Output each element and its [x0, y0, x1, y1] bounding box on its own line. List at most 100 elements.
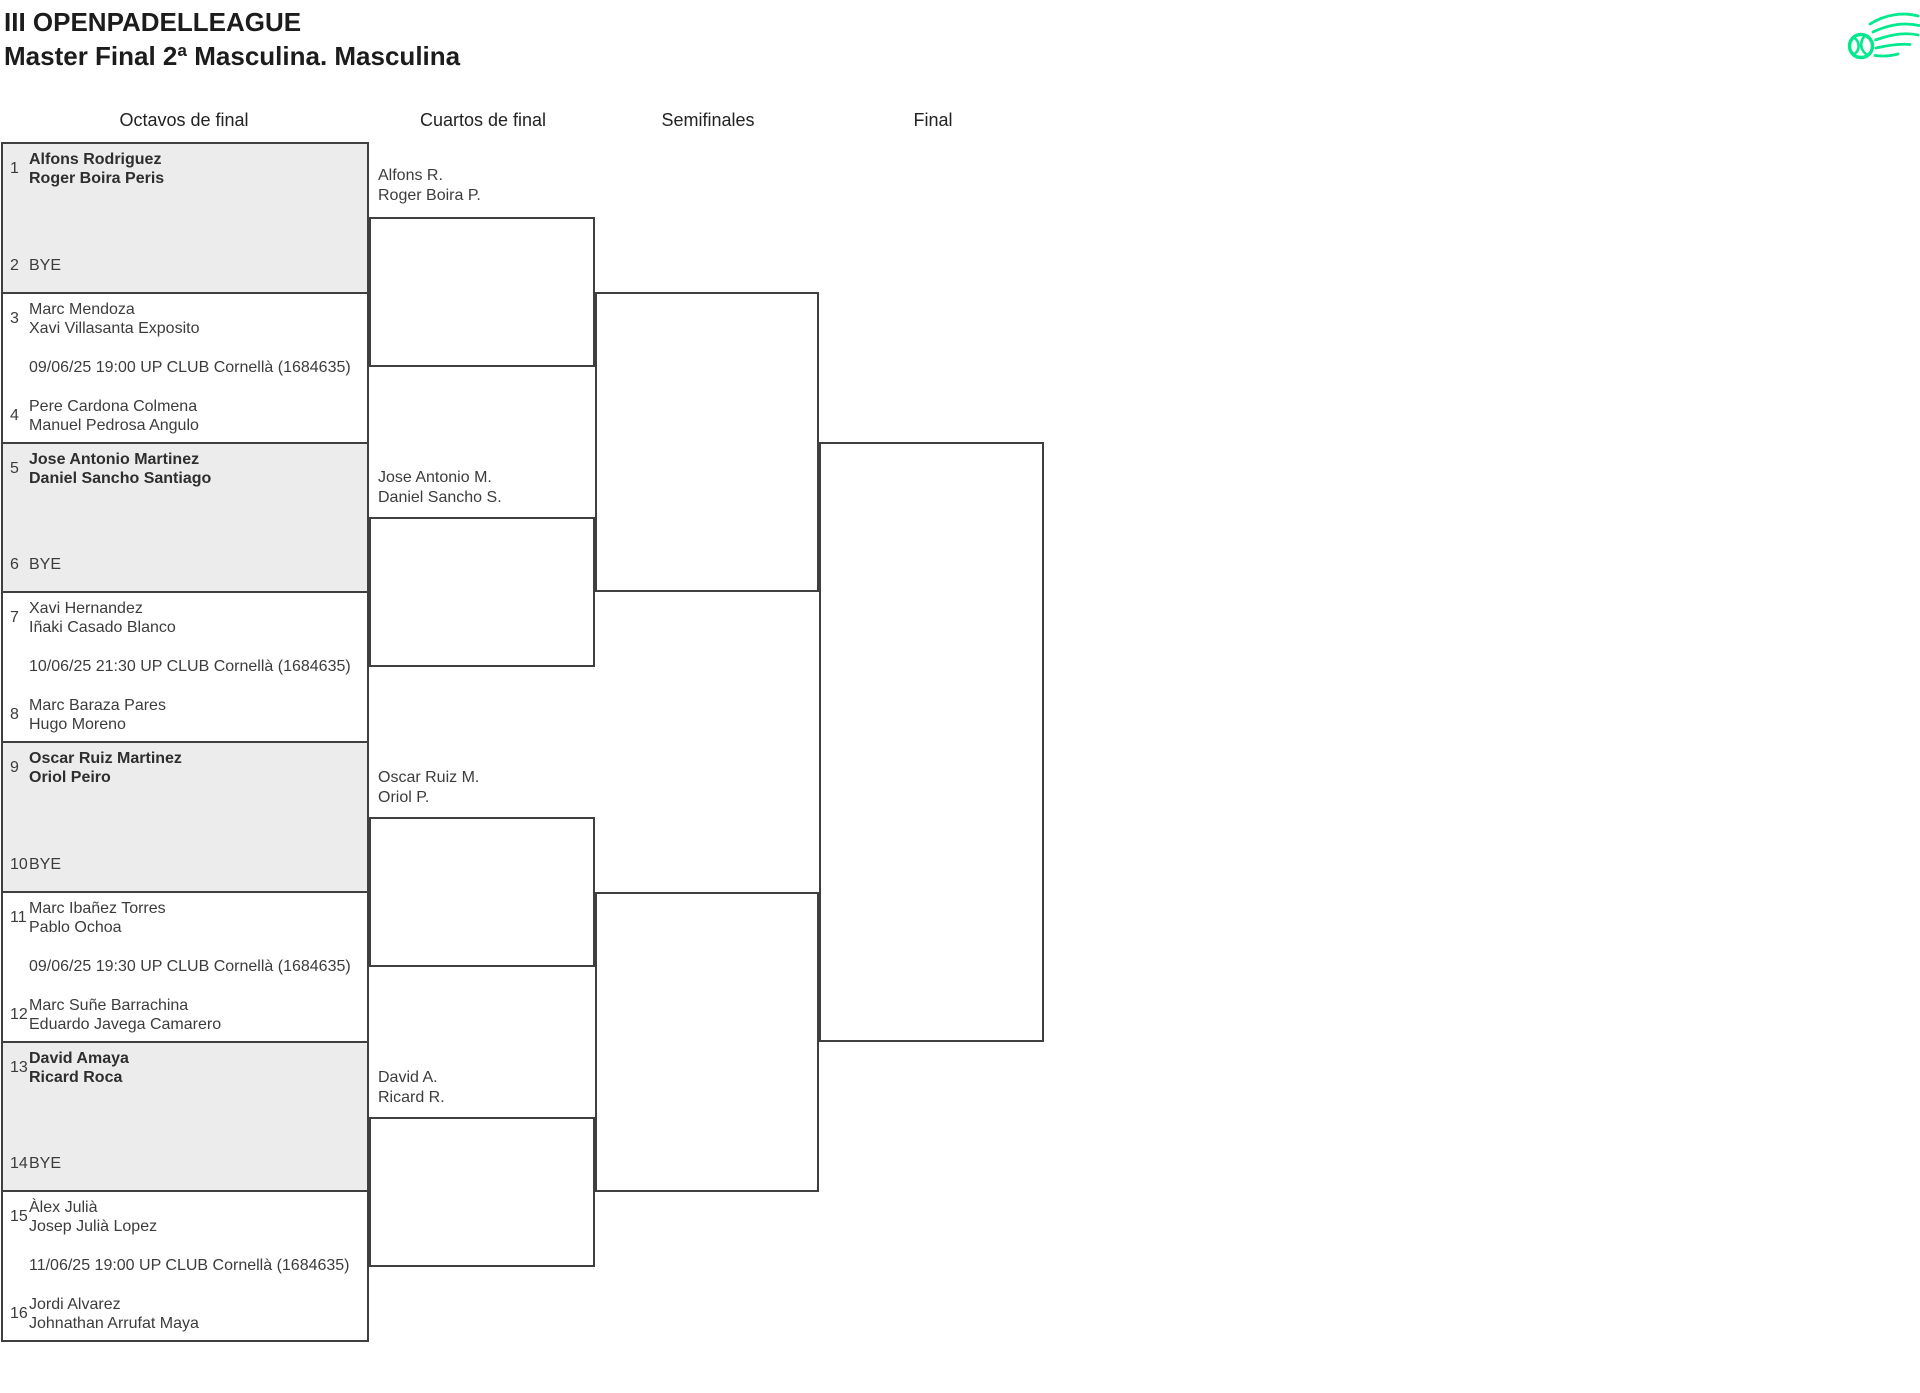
player-name: Xavi Villasanta Exposito — [29, 319, 200, 337]
cuartos-match-3-box — [369, 817, 595, 967]
cuartos-winner-3: Oscar Ruiz M. Oriol P. — [378, 768, 590, 808]
team-names: Alfons Rodriguez Roger Boira Peris — [29, 150, 164, 188]
player-name: Alfons R. — [378, 167, 443, 184]
octavos-match-5-box: 9 Oscar Ruiz Martinez Oriol Peiro 10 BYE — [3, 743, 367, 893]
match-schedule: 09/06/25 19:30 UP CLUB Cornellà (1684635… — [29, 957, 351, 975]
octavos-match-8-box: 15 Àlex Julià Josep Julià Lopez 11/06/25… — [3, 1192, 367, 1340]
player-name: David A. — [378, 1069, 438, 1086]
team-row: 15 Àlex Julià Josep Julià Lopez — [10, 1198, 363, 1236]
team-row: 16 Jordi Alvarez Johnathan Arrufat Maya — [10, 1295, 363, 1333]
octavos-column: 1 Alfons Rodriguez Roger Boira Peris 2 B… — [1, 142, 369, 1342]
seed-number: 13 — [10, 1058, 28, 1076]
seed-number: 11 — [10, 908, 27, 926]
match-schedule: 09/06/25 19:00 UP CLUB Cornellà (1684635… — [29, 358, 351, 376]
player-name: David Amaya — [29, 1049, 129, 1067]
player-name: Marc Mendoza — [29, 300, 135, 318]
team-names: Marc Suñe Barrachina Eduardo Javega Cama… — [29, 996, 221, 1034]
player-name: Jordi Alvarez — [29, 1296, 121, 1313]
team-names: Marc Ibañez Torres Pablo Ochoa — [29, 899, 166, 937]
seed-number: 9 — [10, 759, 19, 776]
player-name: Ricard Roca — [29, 1068, 123, 1086]
column-header-octavos: Octavos de final — [119, 110, 249, 130]
bye-row: 14 BYE — [10, 1155, 61, 1173]
team-names: Marc Mendoza Xavi Villasanta Exposito — [29, 300, 199, 338]
seed-number: 3 — [10, 309, 19, 327]
padel-swoosh-logo-icon — [1847, 12, 1920, 60]
column-header-cuartos: Cuartos de final — [419, 110, 547, 130]
cuartos-match-1-box — [369, 217, 595, 367]
seed-number: 12 — [10, 1005, 28, 1023]
cuartos-winner-4: David A. Ricard R. — [378, 1068, 590, 1108]
cuartos-winner-2: Jose Antonio M. Daniel Sancho S. — [378, 468, 590, 508]
seed-number: 1 — [10, 160, 19, 177]
octavos-match-2-box: 3 Marc Mendoza Xavi Villasanta Exposito … — [3, 293, 367, 444]
team-names: Xavi Hernandez Iñaki Casado Blanco — [29, 599, 176, 637]
octavos-match-4-box: 7 Xavi Hernandez Iñaki Casado Blanco 10/… — [3, 593, 367, 743]
team-row: 3 Marc Mendoza Xavi Villasanta Exposito — [10, 300, 363, 338]
octavos-match-1-box: 1 Alfons Rodriguez Roger Boira Peris 2 B… — [3, 144, 367, 294]
seed-number: 14 — [10, 1155, 28, 1173]
seed-number: 15 — [10, 1208, 28, 1226]
octavos-match-3-box: 5 Jose Antonio Martinez Daniel Sancho Sa… — [3, 443, 367, 594]
seed-number: 7 — [10, 609, 19, 627]
player-name: Xavi Hernandez — [29, 600, 143, 618]
cuartos-winner-1: Alfons R. Roger Boira P. — [378, 166, 590, 206]
team-row: 1 Alfons Rodriguez Roger Boira Peris — [10, 150, 363, 188]
player-name: Jose Antonio M. — [378, 469, 492, 486]
player-name: Roger Boira Peris — [29, 170, 165, 187]
seed-number: 4 — [10, 406, 19, 424]
seed-number: 16 — [10, 1305, 28, 1322]
player-name: Eduardo Javega Camarero — [29, 1015, 222, 1033]
semifinal-match-2-box — [595, 892, 819, 1192]
team-names: David Amaya Ricard Roca — [29, 1049, 129, 1087]
seed-number: 8 — [10, 706, 19, 723]
player-name: Ricard R. — [378, 1089, 445, 1106]
column-header-final: Final — [913, 110, 953, 130]
player-name: Josep Julià Lopez — [29, 1218, 158, 1236]
player-name: Oscar Ruiz Martinez — [29, 750, 182, 767]
player-name: Marc Suñe Barrachina — [29, 996, 189, 1014]
team-row: 13 David Amaya Ricard Roca — [10, 1049, 363, 1087]
seed-number: 6 — [10, 556, 19, 574]
player-name: Iñaki Casado Blanco — [29, 619, 176, 637]
team-names: Àlex Julià Josep Julià Lopez — [29, 1198, 157, 1236]
cuartos-match-4-box — [369, 1117, 595, 1267]
seed-number: 2 — [10, 256, 19, 274]
seed-number: 5 — [10, 459, 19, 477]
team-names: Oscar Ruiz Martinez Oriol Peiro — [29, 749, 182, 787]
player-name: Daniel Sancho S. — [378, 489, 502, 506]
team-row: 9 Oscar Ruiz Martinez Oriol Peiro — [10, 749, 363, 787]
bye-label: BYE — [29, 256, 62, 274]
player-name: Oriol P. — [378, 789, 430, 806]
player-name: Marc Baraza Pares — [29, 697, 166, 714]
team-names: Pere Cardona Colmena Manuel Pedrosa Angu… — [29, 397, 199, 435]
player-name: Jose Antonio Martinez — [29, 450, 200, 468]
team-names: Jose Antonio Martinez Daniel Sancho Sant… — [29, 450, 211, 488]
team-row: 11 Marc Ibañez Torres Pablo Ochoa — [10, 899, 363, 937]
player-name: Daniel Sancho Santiago — [29, 469, 212, 487]
bye-label: BYE — [29, 855, 62, 873]
octavos-match-7-box: 13 David Amaya Ricard Roca 14 BYE — [3, 1042, 367, 1193]
team-names: Marc Baraza Pares Hugo Moreno — [29, 696, 166, 734]
player-name: Alfons Rodriguez — [29, 151, 162, 168]
column-header-semifinales: Semifinales — [661, 110, 755, 130]
team-row: 8 Marc Baraza Pares Hugo Moreno — [10, 696, 363, 734]
team-row: 4 Pere Cardona Colmena Manuel Pedrosa An… — [10, 397, 363, 435]
cuartos-match-2-box — [369, 517, 595, 667]
bye-label: BYE — [29, 1155, 62, 1173]
player-name: Àlex Julià — [29, 1199, 98, 1217]
player-name: Roger Boira P. — [378, 187, 481, 204]
player-name: Manuel Pedrosa Angulo — [29, 416, 199, 434]
team-names: Jordi Alvarez Johnathan Arrufat Maya — [29, 1295, 199, 1333]
player-name: Pere Cardona Colmena — [29, 397, 198, 415]
page-subtitle: Master Final 2ª Masculina. Masculina — [4, 41, 461, 71]
bye-row: 2 BYE — [10, 257, 61, 275]
bye-row: 10 BYE — [10, 856, 61, 874]
player-name: Oscar Ruiz M. — [378, 769, 480, 786]
final-match-box — [819, 442, 1044, 1042]
page-header: III OPENPADELLEAGUE Master Final 2ª Masc… — [4, 5, 460, 73]
match-schedule: 10/06/25 21:30 UP CLUB Cornellà (1684635… — [29, 658, 351, 676]
seed-number: 10 — [10, 855, 28, 873]
semifinal-match-1-box — [595, 292, 819, 592]
